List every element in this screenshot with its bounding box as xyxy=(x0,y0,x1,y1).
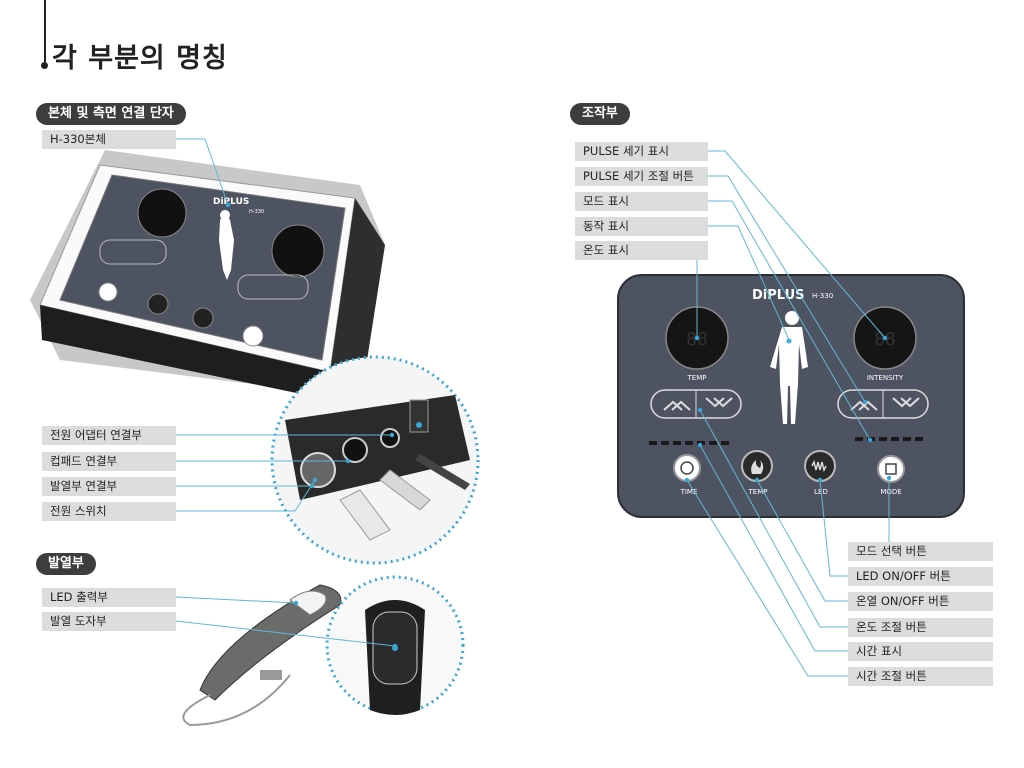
label-power-switch: 전원 스위치 xyxy=(42,502,176,521)
zoom-circle-ports xyxy=(270,355,480,565)
label-mode-select: 모드 선택 버튼 xyxy=(848,542,993,561)
label-mode-display: 모드 표시 xyxy=(575,192,708,211)
label-heater-port: 발열부 연결부 xyxy=(42,477,176,496)
label-power-adapter: 전원 어댑터 연결부 xyxy=(42,426,176,445)
panel-brand: DiPLUS xyxy=(752,288,805,303)
body-figure-icon xyxy=(770,311,808,424)
operation-indicator xyxy=(786,338,792,344)
panel-model: H-330 xyxy=(812,292,833,300)
title-dot xyxy=(41,62,48,69)
label-time-display: 시간 표시 xyxy=(848,642,993,661)
label-heat-conductor: 발열 도자부 xyxy=(42,612,176,631)
label-led-output: LED 출력부 xyxy=(42,588,176,607)
label-heat-onoff: 온열 ON/OFF 버튼 xyxy=(848,592,993,611)
temp-button-label: TEMP xyxy=(748,488,768,496)
control-panel: DiPLUS H-330 88 TEMP 88 INTENSITY xyxy=(617,274,965,518)
section-heater: 발열부 xyxy=(36,553,96,575)
label-operation-display: 동작 표시 xyxy=(575,217,708,236)
leader-dots xyxy=(225,202,892,649)
title-bar xyxy=(44,0,46,62)
time-button-label: TIME xyxy=(680,488,698,496)
device-brand: DiPLUS xyxy=(213,197,249,207)
temp-display-label: TEMP xyxy=(687,374,707,382)
mode-button-label: MODE xyxy=(880,488,901,496)
page-title: 각 부분의 명칭 xyxy=(52,43,228,74)
label-time-adjust: 시간 조절 버튼 xyxy=(848,667,993,686)
label-temp-display: 온도 표시 xyxy=(575,241,708,260)
device-model: H-330 xyxy=(249,209,264,215)
label-cup-pad: 컵패드 연결부 xyxy=(42,452,176,471)
section-control: 조작부 xyxy=(570,103,630,125)
label-pulse-display: PULSE 세기 표시 xyxy=(575,142,708,161)
intensity-display-label: INTENSITY xyxy=(867,374,904,382)
label-h330-body: H-330본체 xyxy=(42,130,176,149)
label-led-onoff: LED ON/OFF 버튼 xyxy=(848,567,993,586)
heater-handpiece xyxy=(182,584,342,727)
label-temp-adjust: 온도 조절 버튼 xyxy=(848,618,993,637)
device-illustration: DiPLUS H-330 xyxy=(30,150,385,405)
label-pulse-button: PULSE 세기 조절 버튼 xyxy=(575,167,708,186)
section-main-body: 본체 및 측면 연결 단자 xyxy=(36,103,186,125)
